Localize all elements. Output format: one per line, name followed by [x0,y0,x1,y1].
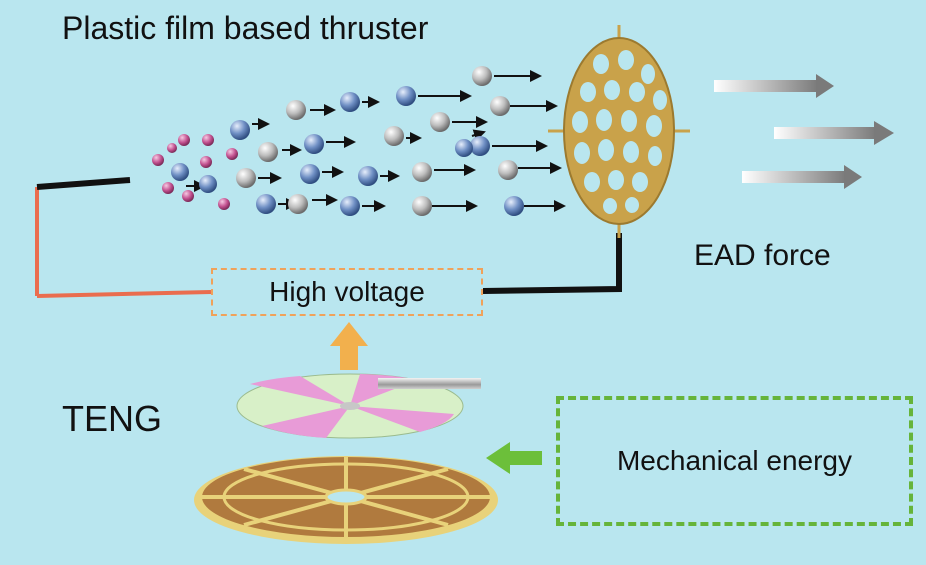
mechanical-energy-label: Mechanical energy [616,445,853,476]
teng-rotor-disc [236,373,481,439]
teng-stator-disc [194,456,498,544]
ion-cloud [152,66,566,216]
ead-force-arrows [714,74,894,189]
right-wire [482,233,622,294]
mesh-electrode [548,25,690,238]
teng-label: TENG [62,398,163,439]
diagram-title: Plastic film based thruster [62,10,429,46]
emitter-wire-electrode [36,177,131,190]
left-arrow-icon [486,442,542,474]
high-voltage-box: High voltage [211,268,483,316]
high-voltage-label: High voltage [269,276,425,307]
mechanical-energy-box: Mechanical energy [556,396,913,526]
up-arrow-icon [330,322,368,370]
ead-force-label: EAD force [694,239,831,272]
left-wire-horizontal [36,290,212,298]
